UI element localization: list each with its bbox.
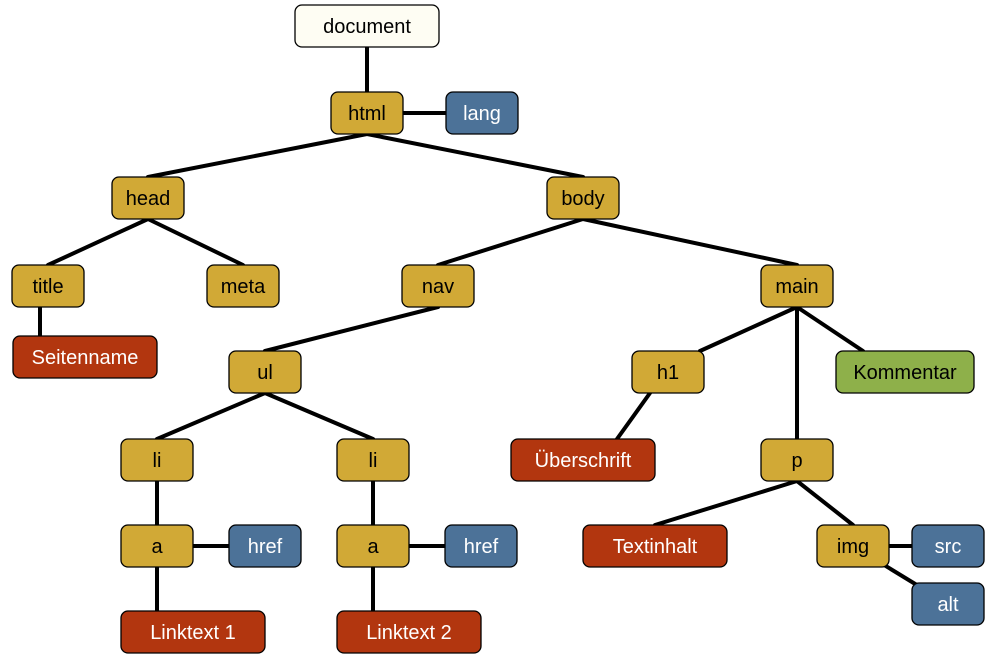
node-href1-box xyxy=(228,524,302,568)
node-linktext2: Linktext 2 xyxy=(336,610,482,654)
edge-head-meta xyxy=(146,217,245,267)
node-h1: h1 xyxy=(631,350,705,394)
edge-html-body xyxy=(365,132,585,179)
node-h1-box xyxy=(631,350,705,394)
node-src: src xyxy=(911,524,985,568)
edge-html-head xyxy=(146,132,369,179)
node-a1-label: a xyxy=(151,536,163,558)
node-kommentar-label: Kommentar xyxy=(853,362,957,384)
node-a1: a xyxy=(120,524,194,568)
node-li1: li xyxy=(120,438,194,482)
node-img-box xyxy=(816,524,890,568)
node-seitenname-label: Seitenname xyxy=(32,347,139,369)
node-linktext2-box xyxy=(336,610,482,654)
node-kommentar-box xyxy=(835,350,975,394)
node-nav-box xyxy=(401,264,475,308)
node-meta-box xyxy=(206,264,280,308)
edge-main-h1 xyxy=(698,305,799,353)
node-li2-label: li xyxy=(369,450,378,472)
edge-ul-li1 xyxy=(155,391,267,441)
node-title-label: title xyxy=(32,276,63,298)
edge-ul-li2 xyxy=(263,391,375,441)
node-main-box xyxy=(760,264,834,308)
node-linktext1-label: Linktext 1 xyxy=(150,622,236,644)
node-ueberschrift-label: Überschrift xyxy=(535,450,632,472)
edge-h1-ueberschrift xyxy=(615,391,652,441)
node-html-box xyxy=(330,91,404,135)
node-alt-label: alt xyxy=(937,594,959,616)
node-src-box xyxy=(911,524,985,568)
node-a1-box xyxy=(120,524,194,568)
node-src-label: src xyxy=(935,536,962,558)
node-li2-box xyxy=(336,438,410,482)
node-lang: lang xyxy=(445,91,519,135)
node-kommentar: Kommentar xyxy=(835,350,975,394)
tree-nodes: document html lang head body title metaSeitenn… xyxy=(11,4,985,654)
node-ul: ul xyxy=(228,350,302,394)
node-main: main xyxy=(760,264,834,308)
edge-body-main xyxy=(581,217,799,267)
node-ueberschrift: Überschrift xyxy=(510,438,656,482)
node-document-label: document xyxy=(323,16,411,38)
node-head: head xyxy=(111,176,185,220)
node-img-label: img xyxy=(837,536,869,558)
node-meta-label: meta xyxy=(221,276,266,298)
node-linktext1: Linktext 1 xyxy=(120,610,266,654)
node-meta: meta xyxy=(206,264,280,308)
node-document: document xyxy=(294,4,440,48)
edge-nav-ul xyxy=(263,305,440,353)
edge-p-img xyxy=(795,479,855,527)
node-href2: href xyxy=(444,524,518,568)
node-li1-box xyxy=(120,438,194,482)
node-p-box xyxy=(760,438,834,482)
node-li1-label: li xyxy=(153,450,162,472)
node-linktext1-box xyxy=(120,610,266,654)
node-ul-box xyxy=(228,350,302,394)
node-a2-label: a xyxy=(367,536,379,558)
node-body-box xyxy=(546,176,620,220)
node-html-label: html xyxy=(348,103,386,125)
edge-main-kommentar xyxy=(795,305,865,353)
tree-edges xyxy=(38,45,950,613)
edge-p-textinhalt xyxy=(653,479,799,527)
node-head-box xyxy=(111,176,185,220)
node-document-box xyxy=(294,4,440,48)
node-nav: nav xyxy=(401,264,475,308)
node-li2: li xyxy=(336,438,410,482)
node-seitenname-box xyxy=(12,335,158,379)
node-a2-box xyxy=(336,524,410,568)
node-alt: alt xyxy=(911,582,985,626)
node-a2: a xyxy=(336,524,410,568)
node-textinhalt-box xyxy=(582,524,728,568)
node-lang-label: lang xyxy=(463,103,501,125)
node-body-label: body xyxy=(561,188,604,210)
node-ul-label: ul xyxy=(257,362,273,384)
node-seitenname: Seitenname xyxy=(12,335,158,379)
node-p-label: p xyxy=(791,450,802,472)
node-head-label: head xyxy=(126,188,171,210)
node-textinhalt: Textinhalt xyxy=(582,524,728,568)
node-alt-box xyxy=(911,582,985,626)
node-h1-label: h1 xyxy=(657,362,679,384)
node-img: img xyxy=(816,524,890,568)
node-textinhalt-label: Textinhalt xyxy=(613,536,698,558)
node-title-box xyxy=(11,264,85,308)
node-href1-label: href xyxy=(248,536,283,558)
node-href1: href xyxy=(228,524,302,568)
edge-body-nav xyxy=(436,217,585,267)
node-lang-box xyxy=(445,91,519,135)
node-ueberschrift-box xyxy=(510,438,656,482)
node-main-label: main xyxy=(775,276,818,298)
node-html: html xyxy=(330,91,404,135)
node-linktext2-label: Linktext 2 xyxy=(366,622,452,644)
node-p: p xyxy=(760,438,834,482)
node-nav-label: nav xyxy=(422,276,454,298)
node-href2-box xyxy=(444,524,518,568)
node-title: title xyxy=(11,264,85,308)
node-body: body xyxy=(546,176,620,220)
node-href2-label: href xyxy=(464,536,499,558)
edge-head-title xyxy=(46,217,150,267)
